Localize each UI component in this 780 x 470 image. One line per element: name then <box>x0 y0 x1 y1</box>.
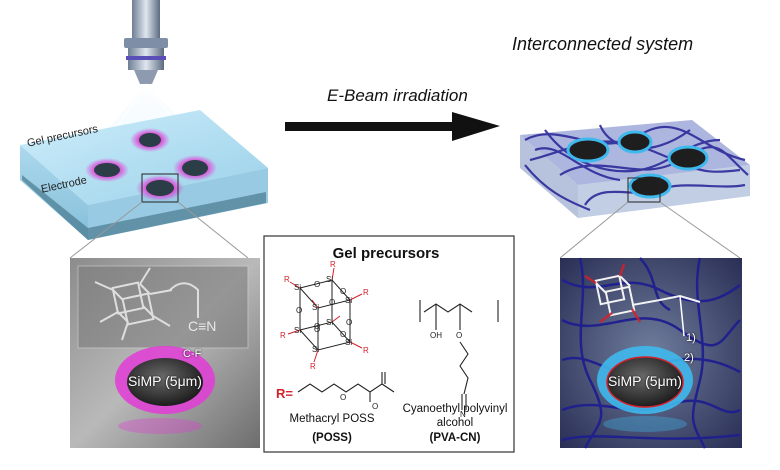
network-block-right <box>520 120 750 218</box>
atom-si: Si <box>326 318 334 327</box>
reaction-step-1: 1) <box>686 332 696 344</box>
coated-particle <box>617 130 653 154</box>
pva-abbr: (PVA-CN) <box>429 432 481 444</box>
coated-particle <box>667 145 709 171</box>
atom-si: Si <box>345 338 353 347</box>
arrow-label: E-Beam irradiation <box>327 86 468 105</box>
atom-si: Si <box>326 275 334 284</box>
atom-o: O <box>456 331 463 340</box>
gel-precursor-panel <box>263 235 515 453</box>
zoom-line <box>559 201 629 259</box>
atom-si: Si <box>345 296 353 305</box>
poss-cage-sketch <box>94 267 173 341</box>
simp-label-left: SiMP (5μm) <box>128 373 202 389</box>
coated-particle <box>566 137 610 163</box>
atom-r: R <box>330 260 336 269</box>
atom-o: O <box>340 330 347 339</box>
atom-o: O <box>346 318 353 327</box>
zoom-line <box>177 201 249 259</box>
atom-o: O <box>340 393 347 402</box>
pva-name-line1: Cyanoethyl polyvinyl <box>402 403 508 415</box>
atom-n: N <box>460 410 466 419</box>
process-arrow <box>285 112 500 141</box>
cf-label: C-F <box>183 348 202 360</box>
atom-o: O <box>314 325 321 334</box>
simp-label-right: SiMP (5μm) <box>608 373 682 389</box>
atom-r: R <box>280 331 286 340</box>
result-title: Interconnected system <box>512 34 694 54</box>
atom-o: O <box>314 280 321 289</box>
atom-r: R <box>284 275 290 284</box>
atom-r: R <box>363 288 369 297</box>
reaction-step-2: 2) <box>684 352 694 364</box>
inset-left <box>70 258 260 448</box>
zoom-box <box>627 177 661 203</box>
atom-o: O <box>296 306 303 315</box>
electrode-layer <box>22 175 266 240</box>
zoom-box <box>141 173 179 203</box>
atom-r: R <box>363 346 369 355</box>
simp-particle <box>606 356 684 408</box>
atom-r: R <box>310 362 316 371</box>
atom-oh: OH <box>430 331 442 340</box>
zoom-line <box>659 201 741 259</box>
poss-structure <box>287 267 363 363</box>
atom-si: Si <box>294 326 302 335</box>
atom-o: O <box>329 298 336 307</box>
zoom-line <box>69 201 143 259</box>
atom-si: Si <box>312 345 320 354</box>
poss-abbr: (POSS) <box>312 432 352 444</box>
cn-label: C≡N <box>188 318 217 334</box>
gel-block-left <box>20 110 268 240</box>
atom-o: O <box>372 402 379 411</box>
methacryl-chain <box>297 383 383 393</box>
pva-cn-structure <box>419 300 499 410</box>
atom-si: Si <box>294 283 302 292</box>
r-group-label: R= <box>276 386 293 401</box>
inset-right <box>560 257 742 449</box>
poss-name: Methacryl POSS <box>289 413 375 425</box>
atom-o: O <box>340 287 347 296</box>
panel-title: Gel precursors <box>332 245 440 262</box>
pva-name-line2: alcohol <box>436 417 474 429</box>
simp-particle <box>127 358 203 406</box>
atom-o: O <box>314 322 321 331</box>
atom-si: Si <box>312 303 320 312</box>
inset-poss-sketch <box>594 274 661 317</box>
